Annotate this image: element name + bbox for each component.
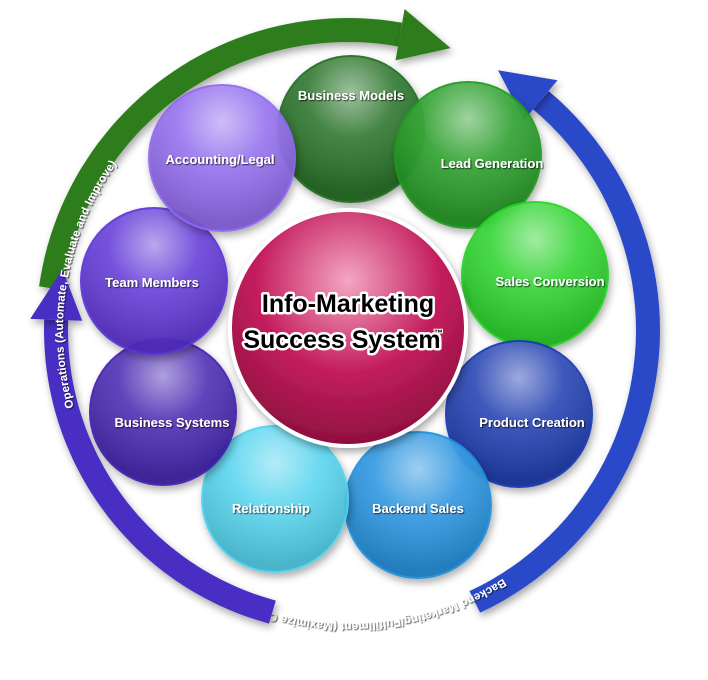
node-business-models: Business Models [277, 55, 425, 203]
node-gloss [279, 57, 423, 201]
node-lead-generation: Lead Generation [394, 81, 543, 229]
node-label: Relationship [232, 501, 310, 516]
node-label: Accounting/Legal [165, 152, 274, 167]
center-title-line2: Success System [243, 326, 440, 354]
node-gloss [91, 340, 235, 484]
node-label: Business Systems [115, 415, 230, 430]
trademark-mark: ™ [434, 328, 443, 338]
node-gloss [447, 342, 591, 486]
center-layer: Info-Marketing Success System ™ [228, 208, 468, 448]
arc-band-2 [43, 319, 276, 624]
node-label: Business Models [298, 88, 404, 103]
curved-arrow-icon [30, 269, 83, 321]
arc-band-0 [39, 17, 403, 291]
node-gloss [203, 427, 347, 571]
center-circle [228, 208, 468, 448]
node-team-members: Team Members [80, 207, 228, 355]
node-sales-conversion: Sales Conversion [461, 201, 609, 349]
node-gloss [82, 209, 226, 353]
node-gloss [150, 86, 294, 230]
node-label: Lead Generation [441, 156, 544, 171]
node-gloss [463, 203, 607, 347]
arc-band-1 [469, 91, 661, 613]
node-business-systems: Business Systems [89, 338, 237, 486]
node-label: Team Members [105, 275, 199, 290]
center-title-line1: Info-Marketing [262, 290, 434, 318]
node-relationship: Relationship [201, 425, 349, 573]
node-gloss [396, 83, 540, 227]
node-backend-sales: Backend Sales [344, 431, 492, 579]
node-label: Backend Sales [372, 501, 464, 516]
node-label: Sales Conversion [495, 274, 604, 289]
node-product-creation: Product Creation [445, 340, 593, 488]
node-gloss [346, 433, 490, 577]
node-accounting-legal: Accounting/Legal [148, 84, 296, 232]
curved-arrow-icon [395, 9, 451, 61]
curved-arrow-icon [498, 70, 558, 121]
node-label: Product Creation [479, 415, 585, 430]
